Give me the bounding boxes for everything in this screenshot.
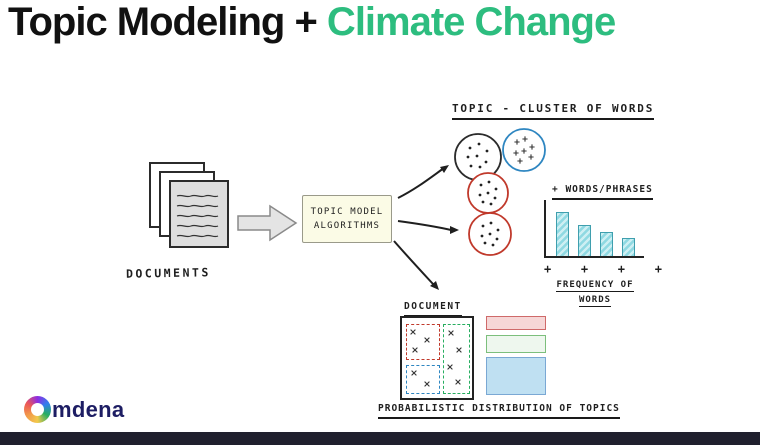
topic-distribution-bar-green xyxy=(486,335,546,353)
omdena-logo-text: mdena xyxy=(52,396,125,422)
omdena-logo: mdena xyxy=(24,396,124,423)
flow-arrows xyxy=(393,167,452,285)
topic-circle xyxy=(468,212,512,256)
topic-distribution-bar-red xyxy=(486,316,546,330)
algorithms-box-line2: ALGORITHMS xyxy=(313,221,381,231)
frequency-bar-4 xyxy=(622,238,635,256)
frequency-bar-2 xyxy=(578,225,591,256)
topic-cluster-circles xyxy=(454,128,546,214)
flow-arrowheads xyxy=(430,165,459,290)
algorithms-box-line1: TOPIC MODEL xyxy=(310,207,384,217)
words-phrases-label: + WORDS/PHRASES xyxy=(552,184,653,200)
cluster-of-words-title: TOPIC - CLUSTER OF WORDS xyxy=(452,102,655,120)
topic-region-blue xyxy=(406,365,440,394)
page-title: Topic Modeling + Climate Change xyxy=(8,0,616,45)
omdena-logo-icon xyxy=(24,396,51,423)
documents-label: DOCUMENTS xyxy=(125,265,211,281)
frequency-bar-chart xyxy=(544,200,646,258)
frequency-of-words-label: FREQUENCY OF WORDS xyxy=(540,278,650,308)
topic-region-red xyxy=(406,324,440,360)
frequency-bar-3 xyxy=(600,232,613,256)
probabilistic-distribution-label: PROBABILISTIC DISTRIBUTION OF TOPICS xyxy=(378,403,620,419)
topic-distribution-bar-blue xyxy=(486,357,546,395)
title-topic-modeling: Topic Modeling + xyxy=(8,0,318,44)
footer-bar xyxy=(0,432,760,445)
block-arrow-icon xyxy=(237,204,298,242)
document-box xyxy=(400,316,474,400)
frequency-label-line1: FREQUENCY OF xyxy=(556,280,634,292)
topic-model-algorithms-box: TOPIC MODEL ALGORITHMS xyxy=(302,195,392,243)
topic-region-green xyxy=(443,324,470,394)
frequency-bar-1 xyxy=(556,212,569,256)
chart-axes xyxy=(544,200,644,258)
document-box-title: DOCUMENT xyxy=(404,301,462,317)
axis-plus-marks: + + + + xyxy=(544,262,664,276)
documents-stack-icon xyxy=(149,162,229,248)
frequency-label-line2: WORDS xyxy=(578,295,612,307)
title-climate-change: Climate Change xyxy=(316,0,616,44)
